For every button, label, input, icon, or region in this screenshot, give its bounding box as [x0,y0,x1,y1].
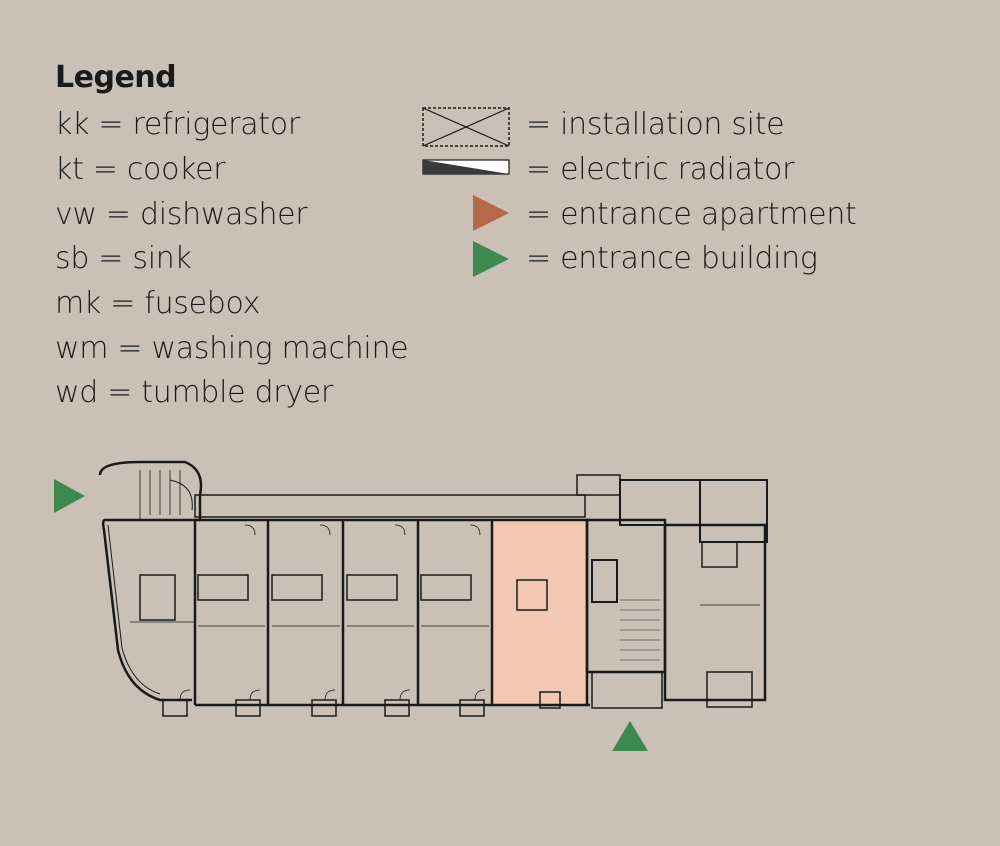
main-entrance-hall [591,671,663,709]
legend-entrance-building: = entrance building [526,241,818,276]
bathroom-unit-2 [271,574,323,601]
bathroom-unit-4 [420,574,472,601]
central-core [585,518,667,674]
legend-sink: sb = sink [55,241,192,276]
legend-fusebox: mk = fusebox [55,286,261,321]
legend-cooker: kt = cooker [55,152,226,187]
highlighted-apartment [491,519,588,706]
entrance-apartment-icon [473,195,509,231]
legend-title: Legend [55,60,177,95]
entrance-building-marker-left [54,479,85,513]
bathroom-left-wing [139,574,176,621]
entrance-building-marker-bottom [612,721,648,751]
legend-tumble-dryer: wd = tumble dryer [55,375,333,410]
entrance-building-icon [473,241,509,277]
electric-radiator-icon [422,159,510,175]
legend-entrance-apartment: = entrance apartment [526,197,857,232]
bathroom-unit-3 [346,574,398,601]
legend-dishwasher: vw = dishwasher [55,197,308,232]
right-wing-apartment [663,523,767,702]
legend-washing-machine: wm = washing machine [55,331,409,366]
stairwell [139,470,181,520]
legend-installation-site: = installation site [526,107,785,142]
bathroom-unit-1 [197,574,249,601]
legend-electric-radiator: = electric radiator [526,152,795,187]
installation-site-icon [422,107,510,147]
left-wing-outline [98,460,203,702]
bathroom-highlighted [516,579,548,611]
gallery-corridor [194,494,586,518]
legend-refrigerator: kk = refrigerator [55,107,300,142]
